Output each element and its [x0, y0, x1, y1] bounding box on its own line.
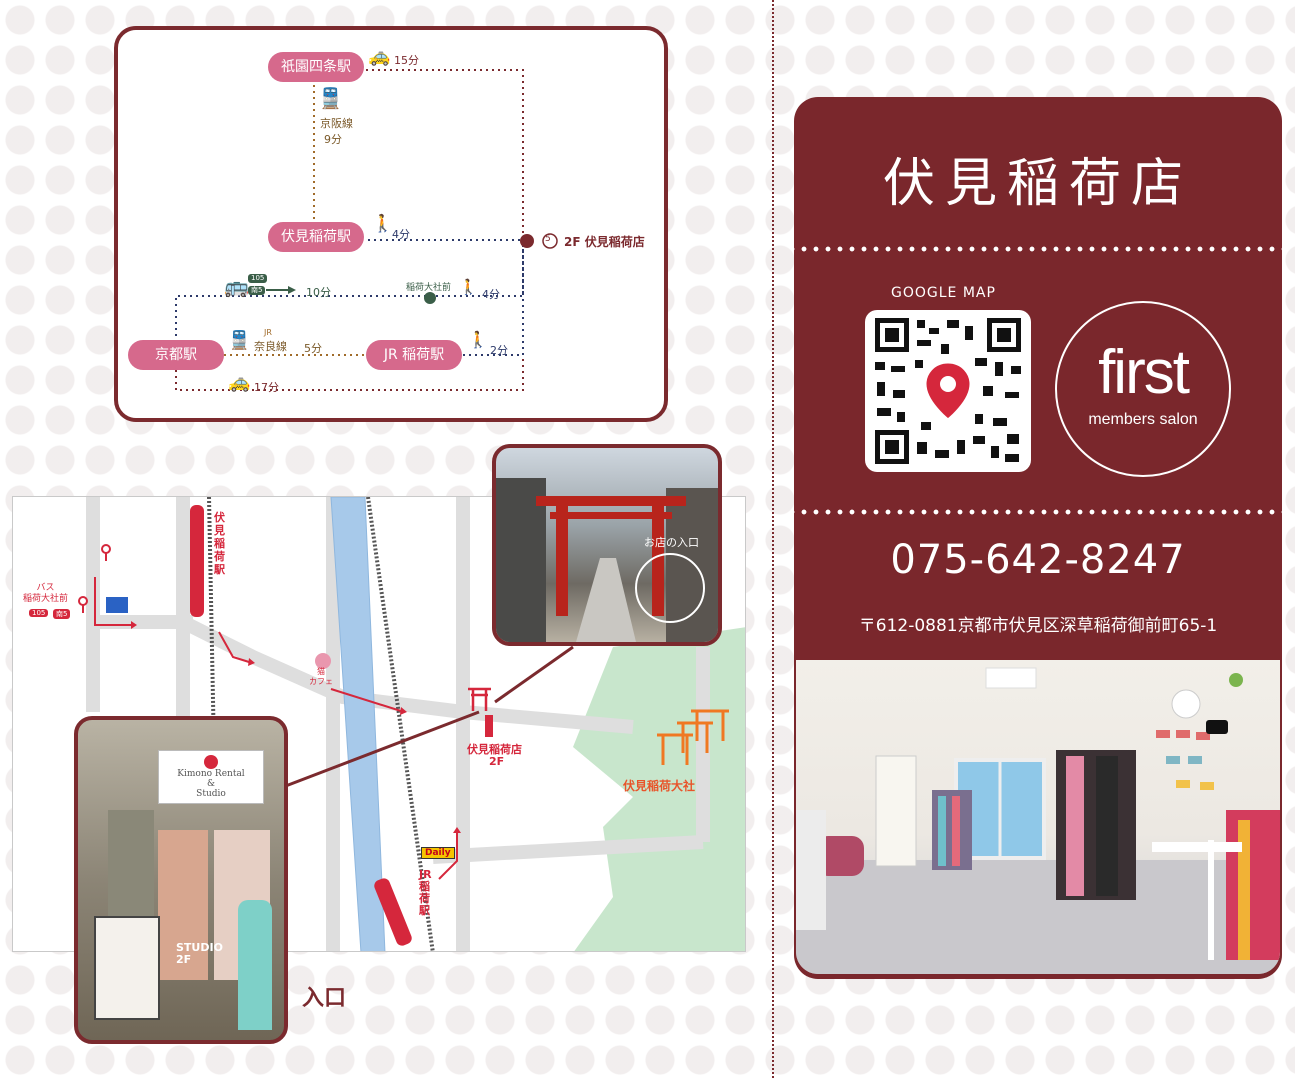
- storefront-sign: Kimono Rental & Studio: [158, 750, 264, 804]
- photo-storefront: Kimono Rental & Studio STUDIO 2F: [74, 716, 288, 1044]
- storefront-logo-icon: [204, 755, 218, 769]
- map-station-fushimi: 伏見稲荷駅: [214, 511, 225, 576]
- walk-icon: 🚶: [468, 330, 488, 349]
- store-address: 〒612-0881京都市伏見区深草稲荷御前町65-1: [858, 616, 1218, 636]
- entrance-caption: 入口: [302, 986, 347, 1011]
- daily-store-icon: Daily: [421, 847, 455, 859]
- bus-time: 10分: [306, 286, 331, 299]
- torii-photo-graphic: [496, 478, 718, 642]
- kimono-mannequin: [238, 900, 272, 1030]
- storefront-sign-1: Kimono Rental: [177, 769, 245, 779]
- jr-line-label: 奈良線: [254, 340, 287, 353]
- salon-interior-graphic: [796, 667, 1280, 974]
- station-kyoto: 京都駅: [128, 340, 224, 370]
- dotted-separator: [794, 509, 1282, 515]
- train-icon: 🚆: [318, 86, 343, 110]
- route-lines: [175, 69, 558, 391]
- taxi-icon: 🚕: [228, 372, 251, 393]
- logo-sub-text: members salon: [1088, 411, 1198, 428]
- storefront-studio: STUDIO 2F: [176, 941, 223, 966]
- station-gion: 祇園四条駅: [268, 52, 364, 82]
- map-jr-station: JR稲荷駅: [419, 868, 432, 917]
- walk-fushimi-time: 4分: [392, 228, 410, 241]
- bus-badge-1: 105: [248, 274, 268, 283]
- train-icon: 🚆: [228, 330, 251, 351]
- taxi-top-time: 15分: [394, 54, 419, 67]
- phone-number[interactable]: 075-642-8247: [890, 537, 1186, 583]
- first-logo: first members salon: [1055, 301, 1231, 477]
- store-title: 伏見稲荷店: [882, 154, 1193, 214]
- map-bus-stop-label: バス 稲荷大社前: [23, 583, 69, 604]
- map-cat-cafe: 猫 カフェ: [309, 667, 333, 686]
- dotted-separator: [794, 246, 1282, 252]
- station-fushimi: 伏見稲荷駅: [268, 222, 364, 252]
- route-panel: 祇園四条駅 伏見稲荷駅 京都駅 JR 稲荷駅 🚕 15分 🚆 京阪線 9分 🚶 …: [114, 26, 668, 422]
- google-map-label: GOOGLE MAP: [891, 285, 996, 301]
- map-bus-badge-2: 南5: [53, 609, 71, 619]
- keihan-line-label: 京阪線: [320, 117, 353, 130]
- poster-left: [158, 830, 208, 980]
- map-store-floor: 2F: [489, 755, 505, 768]
- walk-bus-time: 4分: [482, 288, 500, 301]
- sandwich-board: [94, 916, 160, 1020]
- walk-icon: 🚶: [372, 214, 394, 234]
- bus-icon: 🚌: [224, 274, 249, 298]
- destination-number: 5: [545, 234, 551, 244]
- storefront-sign-3: Studio: [196, 789, 226, 799]
- page-divider: [772, 0, 774, 1078]
- photo-street-entrance: お店の入口: [492, 444, 722, 646]
- map-shrine-label: 伏見稲荷大社: [623, 779, 696, 793]
- jr-time: 5分: [304, 342, 322, 355]
- station-jr-inari: JR 稲荷駅: [366, 340, 462, 370]
- bus-stop-label: 稲荷大社前: [406, 283, 452, 293]
- destination-label: 2F 伏見稲荷店: [564, 235, 645, 249]
- walk-icon: 🚶: [459, 278, 478, 296]
- taxi-bottom-time: 17分: [254, 381, 279, 394]
- map-store-label: 伏見稲荷店: [467, 743, 522, 756]
- google-map-qr-code[interactable]: [865, 310, 1031, 472]
- store-card: 伏見稲荷店 GOOGLE MAP first: [794, 97, 1282, 979]
- jr-small-label: JR: [264, 328, 272, 337]
- salon-interior-photo: [796, 660, 1280, 974]
- map-bus-badge-1: 105: [29, 609, 49, 617]
- walk-jr-time: 2分: [490, 344, 508, 357]
- storefront-sign-2: &: [206, 779, 215, 789]
- qr-code-graphic: [875, 318, 1021, 464]
- taxi-icon: 🚕: [368, 46, 391, 67]
- keihan-time: 9分: [324, 133, 342, 146]
- logo-main-text: first: [1098, 338, 1190, 407]
- bus-badge-2: 南5: [248, 286, 266, 295]
- photo-entrance-label: お店の入口: [644, 536, 699, 549]
